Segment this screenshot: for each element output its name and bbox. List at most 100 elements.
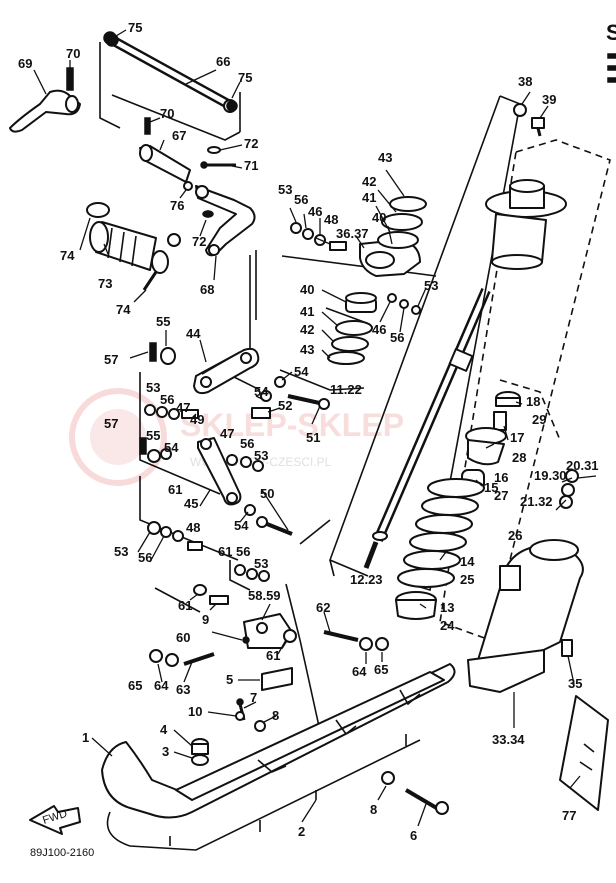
part-8-nut-lower bbox=[381, 771, 395, 785]
label-54-upper: 54 bbox=[294, 364, 309, 379]
part-40-cap bbox=[345, 292, 377, 313]
part-61-bushing-right bbox=[283, 629, 297, 643]
part-50-bolt bbox=[256, 516, 293, 536]
label-1: 1 bbox=[82, 730, 89, 745]
part-68-idler-arm bbox=[195, 185, 256, 257]
label-53-top: 53 bbox=[278, 182, 292, 197]
label-40-upper: 40 bbox=[372, 210, 386, 225]
part-55-nut-top bbox=[160, 347, 176, 365]
label-10: 10 bbox=[188, 704, 202, 719]
label-56-lower-right: 56 bbox=[236, 544, 250, 559]
fwd-arrow: FWD bbox=[29, 805, 81, 835]
label-61-lower: 61 bbox=[178, 598, 192, 613]
part-38-nut bbox=[513, 103, 527, 117]
label-40: 40 bbox=[300, 282, 314, 297]
part-70-pin-mid bbox=[144, 117, 151, 135]
label-61-upper: 61 bbox=[168, 482, 182, 497]
label-33-34: 33.34 bbox=[492, 732, 525, 747]
label-66: 66 bbox=[216, 54, 230, 69]
label-48-left: 48 bbox=[186, 520, 200, 535]
part-70-pin-top bbox=[66, 67, 74, 91]
label-14: 14 bbox=[460, 554, 475, 569]
label-46-top: 46 bbox=[308, 204, 322, 219]
part-36-37-knuckle bbox=[359, 239, 421, 277]
part-69-steering-arm bbox=[9, 89, 81, 133]
label-12-23: 12.23 bbox=[350, 572, 383, 587]
part-62-bolt bbox=[323, 630, 359, 642]
part-57-bolt-top bbox=[149, 342, 157, 362]
label-54-left: 54 bbox=[164, 440, 179, 455]
label-8-lower: 8 bbox=[370, 802, 377, 817]
label-41-top: 41 bbox=[362, 190, 376, 205]
label-74-bottom: 74 bbox=[116, 302, 131, 317]
corner-letter: S bbox=[606, 20, 616, 45]
part-77-decal bbox=[559, 695, 609, 811]
label-53-right: 53 bbox=[254, 448, 268, 463]
parts-64-65-right bbox=[359, 637, 389, 651]
label-27: 27 bbox=[494, 488, 508, 503]
label-49: 49 bbox=[190, 412, 204, 427]
label-39: 39 bbox=[542, 92, 556, 107]
label-53-lower-right: 53 bbox=[254, 556, 268, 571]
label-54-lower: 54 bbox=[234, 518, 249, 533]
part-16-27-spring-seat bbox=[465, 427, 507, 466]
part-76-collar bbox=[183, 181, 193, 191]
parts-64-65-left bbox=[149, 649, 179, 667]
label-56-left: 56 bbox=[160, 392, 174, 407]
part-61-bushing-low bbox=[193, 584, 229, 605]
label-54-center: 54 bbox=[254, 384, 269, 399]
label-55-top: 55 bbox=[156, 314, 170, 329]
label-64-left: 64 bbox=[154, 678, 169, 693]
part-60-pin bbox=[242, 636, 250, 644]
label-4: 4 bbox=[160, 722, 168, 737]
label-47-left: 47 bbox=[176, 400, 190, 415]
label-75-top: 75 bbox=[128, 20, 142, 35]
label-77: 77 bbox=[562, 808, 576, 823]
part-14-25-coil-spring bbox=[397, 478, 485, 588]
label-57-top: 57 bbox=[104, 352, 118, 367]
part-51-bolt bbox=[287, 394, 330, 410]
part-75-nut-top bbox=[103, 31, 117, 45]
label-68: 68 bbox=[200, 282, 214, 297]
label-76: 76 bbox=[170, 198, 184, 213]
label-46-mid: 46 bbox=[372, 322, 386, 337]
washer-set-lower-left bbox=[147, 521, 203, 551]
parts-19-21-small-washers bbox=[559, 469, 579, 509]
label-51: 51 bbox=[306, 430, 320, 445]
part-18-29-cap bbox=[495, 391, 521, 407]
label-62: 62 bbox=[316, 600, 330, 615]
part-1-ski bbox=[101, 663, 456, 819]
label-73: 73 bbox=[98, 276, 112, 291]
label-72-top: 72 bbox=[244, 136, 258, 151]
label-9: 9 bbox=[202, 612, 209, 627]
label-41-lower: 41 bbox=[300, 304, 314, 319]
part-13-24-lower-seat bbox=[395, 591, 437, 620]
part-10-washer bbox=[235, 711, 245, 721]
part-55-nut-mid bbox=[147, 449, 161, 463]
label-65-right: 65 bbox=[374, 662, 388, 677]
label-45: 45 bbox=[184, 496, 198, 511]
watermark: SKLEP-SKLEP WWW.SKLEP-CZESCI.PL bbox=[69, 388, 404, 486]
part-52-collar bbox=[251, 407, 271, 419]
label-56-mid: 56 bbox=[390, 330, 404, 345]
label-28: 28 bbox=[512, 450, 526, 465]
label-8-upper: 8 bbox=[272, 708, 279, 723]
label-61-joint: 61 bbox=[266, 648, 280, 663]
label-53-left: 53 bbox=[146, 380, 160, 395]
label-11-22: 11.22 bbox=[330, 382, 362, 397]
corner-header-fragment: S bbox=[606, 20, 616, 83]
label-55-mid: 55 bbox=[146, 428, 160, 443]
shock-top-mount bbox=[485, 179, 567, 270]
part-63-bolt bbox=[183, 652, 215, 666]
label-64-right: 64 bbox=[352, 664, 367, 679]
label-47-right: 47 bbox=[220, 426, 234, 441]
diagram-code: 89J100-2160 bbox=[30, 847, 94, 859]
part-74-clamp bbox=[86, 202, 181, 291]
washer-set-lower-right bbox=[234, 564, 270, 582]
label-56-right: 56 bbox=[240, 436, 254, 451]
part-45-lower-link bbox=[197, 437, 242, 506]
part-35-screw bbox=[561, 639, 573, 657]
parts-41-42-43-washers-upper bbox=[377, 196, 427, 249]
label-17: 17 bbox=[510, 430, 524, 445]
